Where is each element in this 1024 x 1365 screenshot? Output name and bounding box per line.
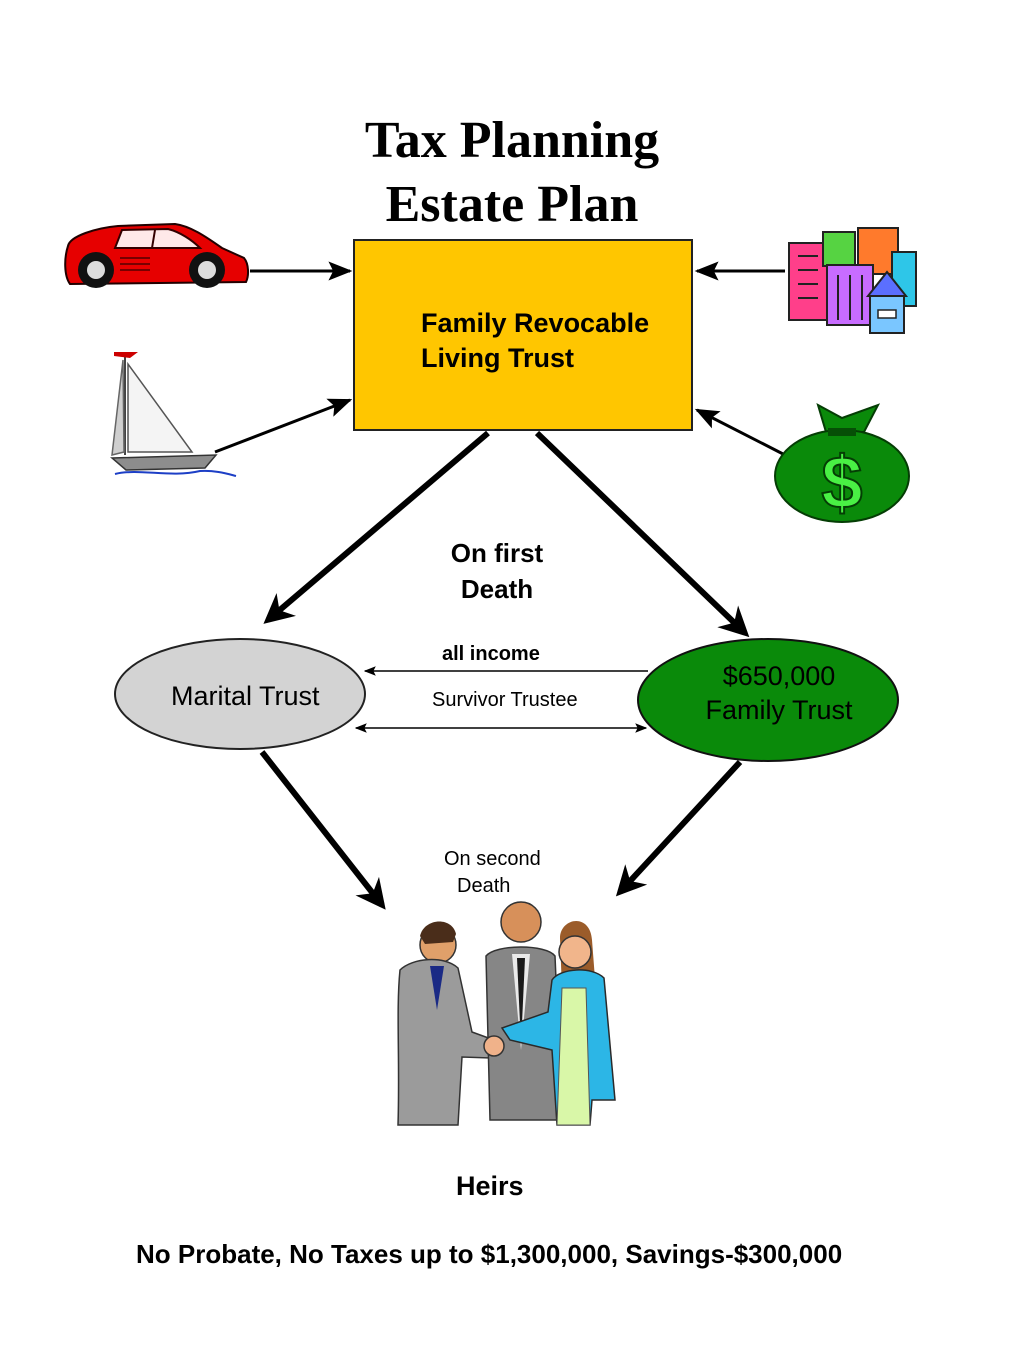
family-revocable-living-trust-box [353, 239, 693, 431]
first-death-label: On first Death [432, 535, 562, 607]
trust-box-label-line-1: Family Revocable [421, 308, 650, 338]
trust-to-marital-arrow [263, 430, 490, 624]
svg-text:$: $ [821, 441, 862, 524]
title-line-1: Tax Planning [364, 112, 660, 169]
family-trust-name: Family Trust [705, 695, 853, 725]
family-to-heirs-arrow [615, 759, 743, 897]
family-trust-ellipse [637, 638, 899, 762]
buildings-icon [788, 227, 917, 334]
second-death-label-line-1: On second [444, 848, 541, 870]
second-death-label-line-2: Death [457, 875, 511, 897]
trust-to-family-arrow [534, 430, 750, 638]
car-icon [64, 222, 250, 288]
footer-summary: No Probate, No Taxes up to $1,300,000, S… [136, 1239, 843, 1269]
survivor-trustee-label: Survivor Trustee [432, 689, 578, 711]
family-trust-label: $650,000 Family Trust [670, 659, 888, 727]
title-line-2: Estate Plan [385, 176, 639, 233]
money-bag-icon: $ [774, 402, 910, 525]
second-death-label: On second Death [444, 846, 574, 900]
first-death-label-line-1: On first [450, 538, 544, 568]
sailboat-icon [110, 352, 237, 477]
all-income-label: all income [442, 643, 540, 665]
family-trust-amount: $650,000 [722, 661, 836, 691]
marital-trust-ellipse [114, 638, 366, 750]
trust-box-label: Family Revocable Living Trust [421, 306, 649, 376]
boat-to-trust-arrow [214, 398, 353, 454]
people-handshake-icon [397, 901, 616, 1126]
money-to-trust-arrow [694, 408, 786, 457]
trust-box-label-line-2: Living Trust [421, 343, 575, 373]
marital-trust-label: Marital Trust [171, 681, 320, 711]
heirs-label: Heirs [456, 1171, 524, 1201]
marital-to-heirs-arrow [259, 750, 386, 910]
first-death-label-line-2: Death [460, 574, 534, 604]
